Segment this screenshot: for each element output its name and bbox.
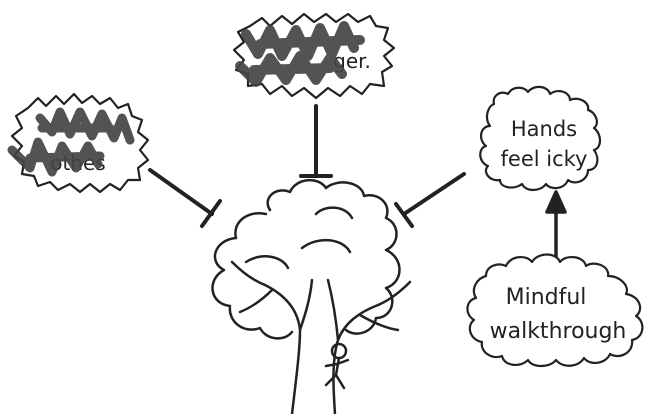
connector-right [402, 172, 466, 216]
arrow-up [545, 190, 567, 264]
bubble-top-scribble [235, 21, 365, 87]
figure-head [330, 342, 348, 360]
bubble-left-scribble [7, 107, 135, 177]
tree-trunk [263, 278, 380, 414]
bubble-hands-line1: Hands [511, 117, 577, 141]
tree-branch-right [358, 280, 412, 332]
bubble-mindful-outline [466, 253, 644, 368]
bubble-top: ger. [232, 12, 396, 100]
bubble-mindful-line2: walkthrough [490, 319, 627, 344]
figure-body [324, 356, 350, 390]
tree-branch-left [230, 260, 274, 314]
tree [211, 179, 412, 414]
bubble-hands-outline [479, 85, 602, 192]
inhibit-connectors [148, 104, 466, 228]
bubble-mindful-line1: Mindful [506, 285, 587, 310]
bubble-mindful-walkthrough: Mindful walkthrough [466, 253, 644, 368]
bubble-left: othes [7, 92, 150, 194]
bubble-hands-line2: feel icky [501, 147, 588, 171]
arrow-head [545, 190, 567, 214]
connector-right-bar [394, 202, 414, 228]
bubble-hands-feel-icky: Hands feel icky [479, 85, 602, 192]
connector-left-bar [200, 199, 222, 228]
tree-canopy [211, 179, 401, 340]
connector-left [148, 168, 214, 216]
